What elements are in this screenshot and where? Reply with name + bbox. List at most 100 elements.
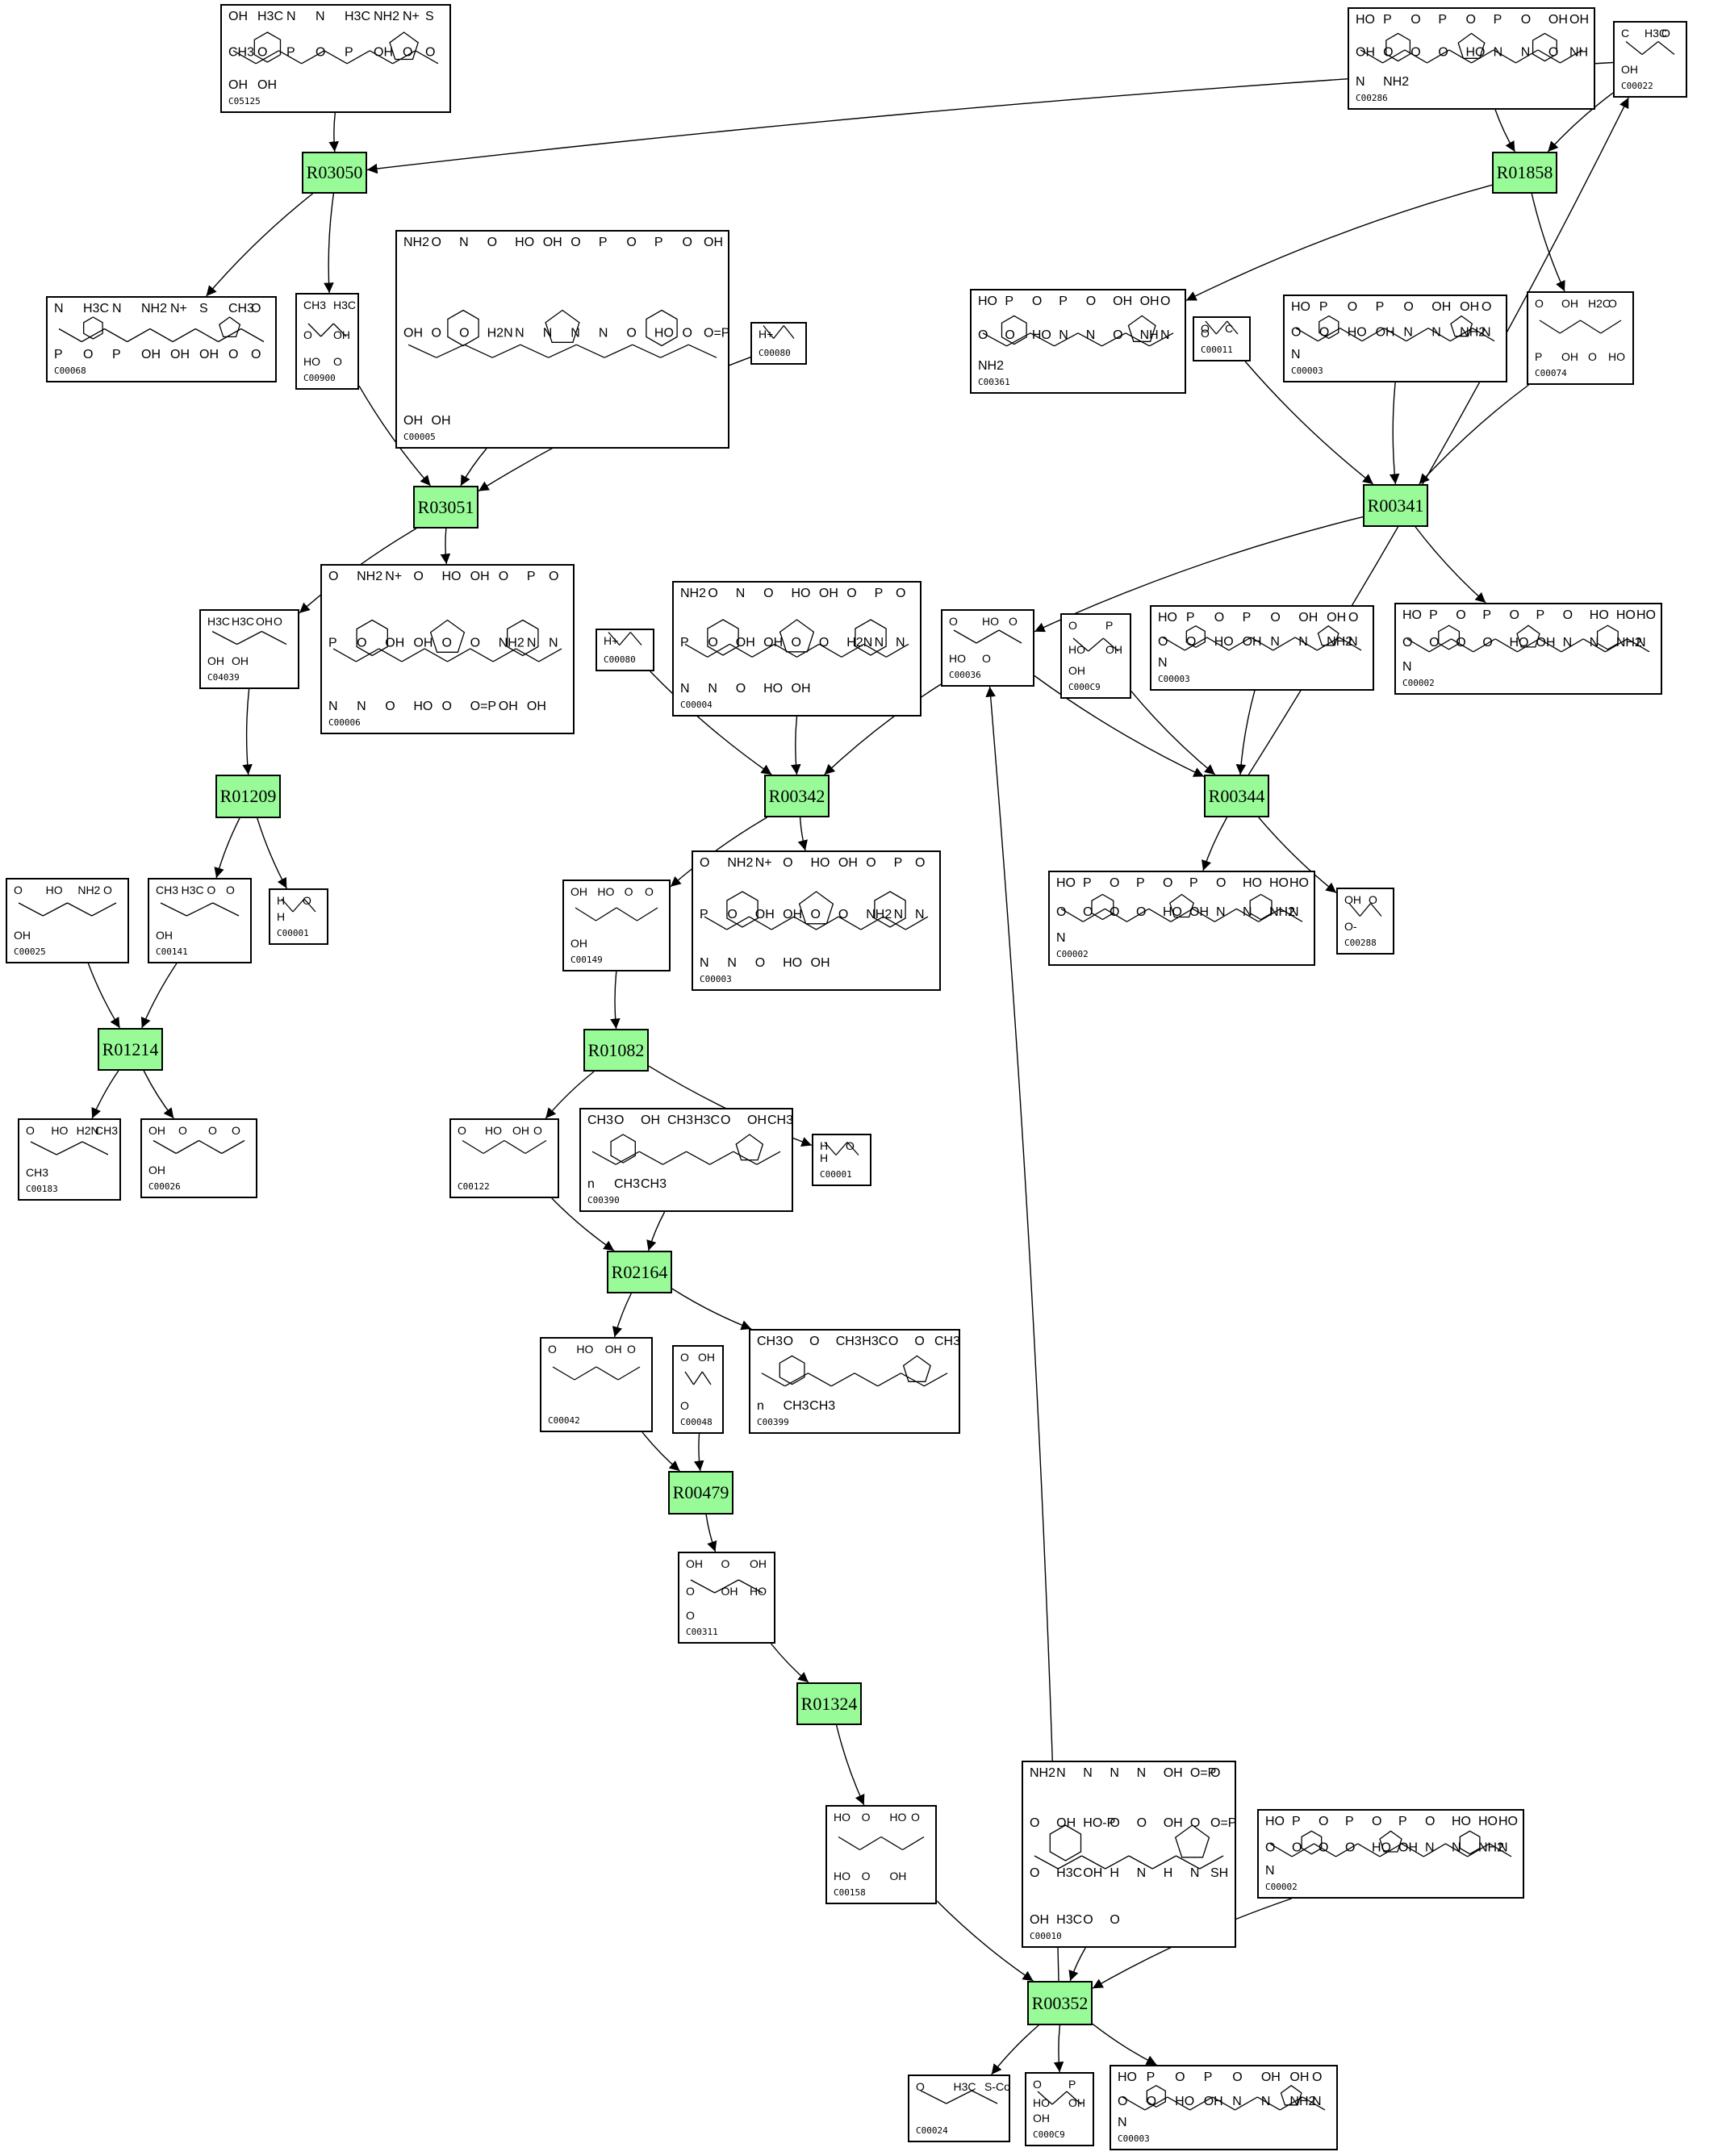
reaction-node-r00479[interactable]: R00479 <box>668 1471 733 1515</box>
compound-node-c00080[interactable]: H+C00080 <box>750 322 807 365</box>
reaction-node-r01209[interactable]: R01209 <box>215 775 281 818</box>
bond <box>104 328 127 343</box>
edge-R03050-to-c00068 <box>206 193 313 297</box>
atom-label: OH <box>819 587 838 600</box>
atom-label: OH <box>1398 1841 1418 1855</box>
atom-label: P <box>1243 611 1252 625</box>
compound-id-label: C00004 <box>680 700 713 710</box>
atom-label: NH2 <box>1289 2095 1315 2108</box>
reaction-node-r02164[interactable]: R02164 <box>607 1251 672 1293</box>
atom-label: O <box>1163 876 1172 890</box>
atom-label: OH <box>1327 611 1346 625</box>
atom-label: O <box>1005 328 1014 342</box>
compound-id-label: C00024 <box>916 2125 948 2136</box>
reaction-node-r01214[interactable]: R01214 <box>98 1028 163 1071</box>
reaction-node-r01082[interactable]: R01082 <box>583 1029 649 1072</box>
reaction-node-r00342[interactable]: R00342 <box>764 775 830 817</box>
edge-c00025-to-R01214 <box>87 963 121 1029</box>
compound-node-c00080[interactable]: H+C00080 <box>596 629 654 671</box>
atom-label: O <box>1312 2070 1322 2084</box>
atom-label: N <box>1291 348 1301 361</box>
bond <box>232 50 257 65</box>
atom-label: O <box>316 46 325 60</box>
atom-label: O <box>721 1557 730 1570</box>
atom-label: CH3 <box>757 1335 783 1348</box>
compound-id-label: C04039 <box>207 672 240 683</box>
bond <box>516 648 540 662</box>
bond <box>1559 320 1581 334</box>
bond <box>236 630 262 646</box>
reaction-node-r01324[interactable]: R01324 <box>796 1682 862 1725</box>
atom-label: O <box>888 1335 898 1348</box>
reaction-node-r00341[interactable]: R00341 <box>1363 484 1428 527</box>
bond <box>18 902 44 917</box>
reaction-node-r00352[interactable]: R00352 <box>1027 1981 1093 2025</box>
atom-label: HO <box>1372 1841 1391 1855</box>
atom-label: N <box>1590 636 1599 650</box>
atom-label: O <box>1118 2095 1127 2108</box>
atom-label: O <box>1369 893 1377 906</box>
atom-label: OH <box>156 929 173 942</box>
reaction-node-r03051[interactable]: R03051 <box>413 486 479 529</box>
atom-label: N <box>1312 2095 1322 2108</box>
atom-label: O <box>1319 1841 1328 1855</box>
reaction-node-r03050[interactable]: R03050 <box>302 152 367 194</box>
atom-label: OH <box>570 937 587 950</box>
atom-label: O <box>251 302 261 315</box>
atom-label: O=P <box>1190 1766 1216 1780</box>
atom-label: N <box>894 908 904 921</box>
compound-id-label: C00003 <box>1291 366 1323 376</box>
atom-label: P <box>54 348 63 361</box>
atom-label: O <box>226 884 235 896</box>
reaction-node-r01858[interactable]: R01858 <box>1492 152 1557 194</box>
atom-label: O <box>1033 2078 1042 2091</box>
compound-id-label: C00011 <box>1201 345 1233 355</box>
atom-label: HO <box>978 295 997 308</box>
atom-label: OH <box>148 1124 165 1137</box>
atom-label: O <box>1270 611 1280 625</box>
reaction-node-r00344[interactable]: R00344 <box>1204 775 1269 817</box>
atom-label: N <box>357 700 366 713</box>
